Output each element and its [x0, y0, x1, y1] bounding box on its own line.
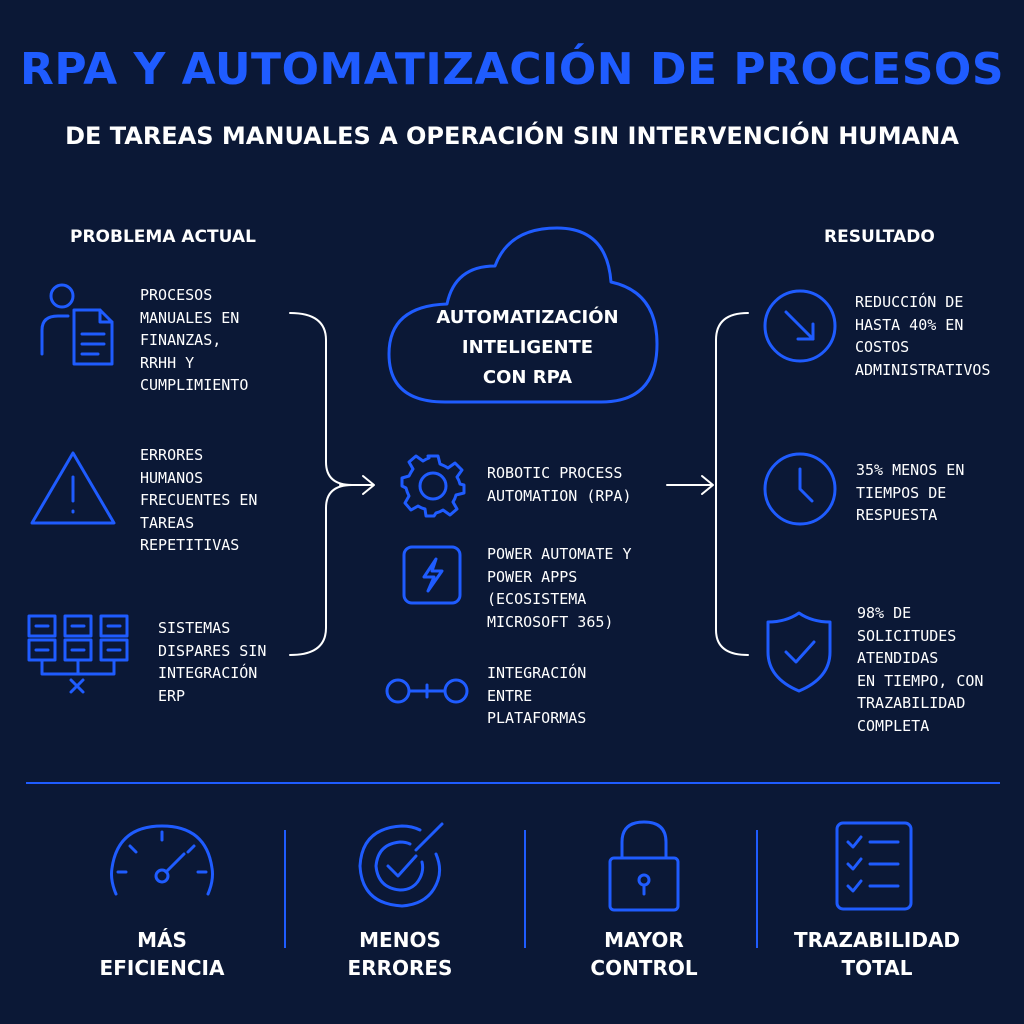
warning-triangle-icon	[30, 451, 116, 525]
person-document-icon	[40, 283, 114, 366]
bottom-divider-2	[524, 830, 526, 948]
checklist-icon	[835, 821, 913, 911]
left-arrow-head	[362, 475, 375, 495]
shield-check-icon	[766, 611, 832, 693]
disconnected-systems-icon	[27, 614, 129, 694]
right-item-1-text: REDUCCIÓN DE HASTA 40% EN COSTOS ADMINIS…	[855, 293, 991, 379]
connection-icon	[385, 678, 469, 704]
bottom-item-1-label: MÁS EFICIENCIA	[99, 928, 225, 980]
right-item-3-text: 98% DE SOLICITUDES ATENDIDAS EN TIEMPO, …	[857, 604, 984, 735]
left-item-3-text: SISTEMAS DISPARES SIN INTEGRACIÓN ERP	[158, 619, 267, 705]
center-item-2-text: POWER AUTOMATE Y POWER APPS (ECOSISTEMA …	[487, 545, 632, 631]
left-item-1-text: PROCESOS MANUALES EN FINANZAS, RRHH Y CU…	[140, 286, 249, 394]
clock-icon	[763, 452, 837, 526]
right-item-2-text: 35% MENOS EN TIEMPOS DE RESPUESTA	[856, 461, 965, 524]
cloud-text: AUTOMATIZACIÓN INTELIGENTE CON RPA	[436, 307, 619, 388]
arrow-down-circle-icon	[763, 289, 837, 363]
left-heading: PROBLEMA ACTUAL	[70, 227, 256, 247]
cloud-icon	[387, 226, 659, 404]
bottom-item-4-label: TRAZABILIDAD TOTAL	[793, 928, 961, 980]
left-item-2-text: ERRORES HUMANOS FRECUENTES EN TAREAS REP…	[140, 446, 258, 554]
padlock-icon	[608, 820, 680, 912]
center-item-1-text: ROBOTIC PROCESS AUTOMATION (RPA)	[487, 464, 632, 505]
target-check-icon	[358, 822, 444, 908]
bottom-divider-3	[756, 830, 758, 948]
speedometer-icon	[110, 824, 214, 896]
gear-icon	[400, 454, 466, 518]
center-arrow-head	[701, 475, 714, 495]
bottom-item-3-label: MAYOR CONTROL	[590, 928, 698, 980]
page-subtitle: DE TAREAS MANUALES A OPERACIÓN SIN INTER…	[65, 122, 959, 150]
bottom-item-2-label: MENOS ERRORES	[347, 928, 453, 980]
center-item-3-text: INTEGRACIÓN ENTRE PLATAFORMAS	[487, 664, 587, 727]
right-heading: RESULTADO	[824, 227, 935, 247]
left-bracket	[289, 312, 353, 656]
bottom-divider-1	[284, 830, 286, 948]
section-divider	[26, 782, 1000, 784]
page-title: RPA Y AUTOMATIZACIÓN DE PROCESOS	[19, 44, 1005, 95]
lightning-app-icon	[402, 545, 462, 605]
right-bracket	[715, 312, 749, 656]
